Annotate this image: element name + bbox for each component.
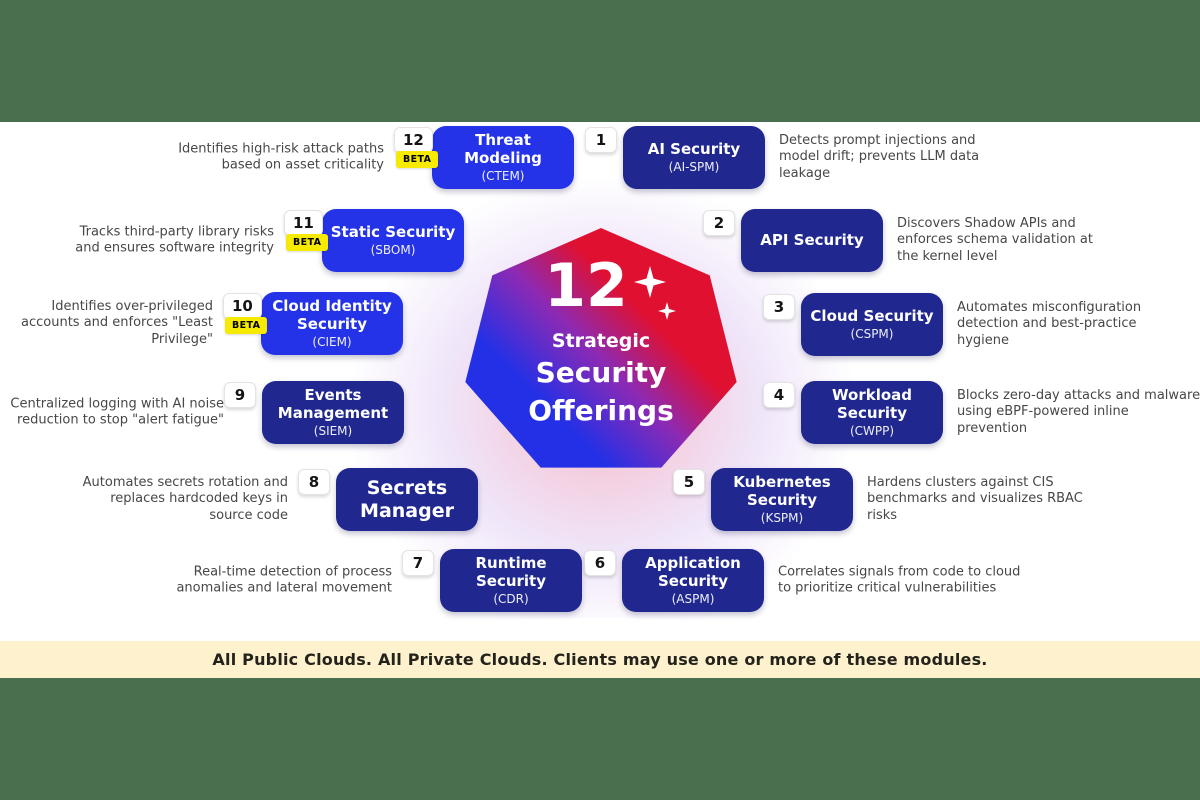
module-description: Discovers Shadow APIs and enforces schem… xyxy=(897,215,1093,264)
module-number-badge: 5 xyxy=(673,469,705,495)
module-number-badge: 11 xyxy=(284,210,323,236)
module-title: API Security xyxy=(760,230,864,249)
module-number-badge: 4 xyxy=(763,382,795,408)
module-description: Blocks zero-day attacks and malware usin… xyxy=(957,387,1200,436)
center-heptagon: 12 Strategic Security Offerings xyxy=(465,228,737,468)
module-acronym: (CIEM) xyxy=(312,334,352,349)
beta-badge: BETA xyxy=(396,151,439,168)
module-title: Application Security xyxy=(645,554,741,590)
module-number-badge: 9 xyxy=(224,382,256,408)
module-number-badge: 12 xyxy=(394,127,433,153)
module-pill-cloud-identity-security: 10 BETA Cloud Identity Security (CIEM) I… xyxy=(21,292,403,355)
module-title: Workload Security xyxy=(832,386,912,422)
module-pill-events-management: 9 Events Management (SIEM) Centralized l… xyxy=(10,381,404,444)
module-acronym: (SIEM) xyxy=(313,423,353,438)
module-title: Static Security xyxy=(330,223,456,242)
module-pill-workload-security: 4 Workload Security (CWPP) Blocks zero-d… xyxy=(763,381,1200,444)
module-pill-threat-modeling: 12 BETA Threat Modeling (CTEM) Identifie… xyxy=(178,126,574,189)
module-acronym: (ASPM) xyxy=(671,591,715,606)
footer-banner-text: All Public Clouds. All Private Clouds. C… xyxy=(212,650,988,669)
center-line-offerings: Offerings xyxy=(528,393,674,427)
module-pill-runtime-security: 7 Runtime Security (CDR) Real-time detec… xyxy=(176,549,582,612)
module-pill-kubernetes-security: 5 Kubernetes Security (KSPM) Hardens clu… xyxy=(673,468,1083,531)
module-description: Real-time detection of process anomalies… xyxy=(176,563,392,596)
module-title: Runtime Security xyxy=(475,554,547,590)
module-title: Secrets Manager xyxy=(360,477,454,522)
beta-badge: BETA xyxy=(286,234,329,251)
module-acronym: (SBOM) xyxy=(370,242,416,257)
module-acronym: (CDR) xyxy=(493,591,529,606)
module-number-badge: 3 xyxy=(763,294,795,320)
module-acronym: (KSPM) xyxy=(760,510,804,525)
module-description: Tracks third-party library risks and ens… xyxy=(75,223,274,256)
module-number-badge: 10 xyxy=(223,293,262,319)
module-acronym: (CTEM) xyxy=(481,168,525,183)
module-pill-ai-security: 1 AI Security (AI-SPM) Detects prompt in… xyxy=(585,126,979,189)
module-description: Identifies over-privileged accounts and … xyxy=(21,298,213,347)
module-number-badge: 2 xyxy=(703,210,735,236)
center-number: 12 xyxy=(544,251,628,321)
module-title: Kubernetes Security xyxy=(733,473,831,509)
beta-badge: BETA xyxy=(225,317,268,334)
module-number-badge: 1 xyxy=(585,127,617,153)
module-description: Correlates signals from code to cloud to… xyxy=(778,563,1021,596)
center-line-strategic: Strategic xyxy=(551,330,651,352)
module-acronym: (AI-SPM) xyxy=(668,159,720,174)
module-description: Centralized logging with AI noise reduct… xyxy=(10,395,224,428)
top-frame-bar xyxy=(0,0,1200,122)
module-title: Events Management xyxy=(277,386,389,422)
module-title: AI Security xyxy=(647,140,741,159)
module-title: Cloud Security xyxy=(810,307,934,326)
sparkle-icon xyxy=(658,302,676,320)
module-description: Identifies high-risk attack paths based … xyxy=(178,140,384,173)
module-description: Automates misconfiguration detection and… xyxy=(957,299,1142,348)
module-acronym: (CSPM) xyxy=(850,326,894,341)
module-number-badge: 7 xyxy=(402,550,434,576)
center-line-security: Security xyxy=(535,356,667,389)
module-pill-application-security: 6 Application Security (ASPM) Correlates… xyxy=(584,549,1020,612)
footer-banner: All Public Clouds. All Private Clouds. C… xyxy=(0,641,1200,678)
module-description: Detects prompt injections and model drif… xyxy=(779,132,980,181)
module-title: Cloud Identity Security xyxy=(272,297,392,333)
module-pill-cloud-security: 3 Cloud Security (CSPM) Automates miscon… xyxy=(763,293,1141,356)
module-pill-secrets-manager: 8 Secrets Manager Automates secrets rota… xyxy=(83,468,478,531)
module-pill-static-security: 11 BETA Static Security (SBOM) Tracks th… xyxy=(75,209,464,272)
sparkle-icon xyxy=(634,266,666,298)
bottom-frame-bar xyxy=(0,678,1200,800)
module-title: Threat Modeling xyxy=(464,131,542,167)
module-number-badge: 6 xyxy=(584,550,616,576)
module-description: Automates secrets rotation and replaces … xyxy=(82,474,288,523)
module-number-badge: 8 xyxy=(298,469,330,495)
module-description: Hardens clusters against CIS benchmarks … xyxy=(867,474,1083,523)
module-pill-api-security: 2 API Security Discovers Shadow APIs and… xyxy=(703,209,1093,272)
module-acronym: (CWPP) xyxy=(849,423,895,438)
